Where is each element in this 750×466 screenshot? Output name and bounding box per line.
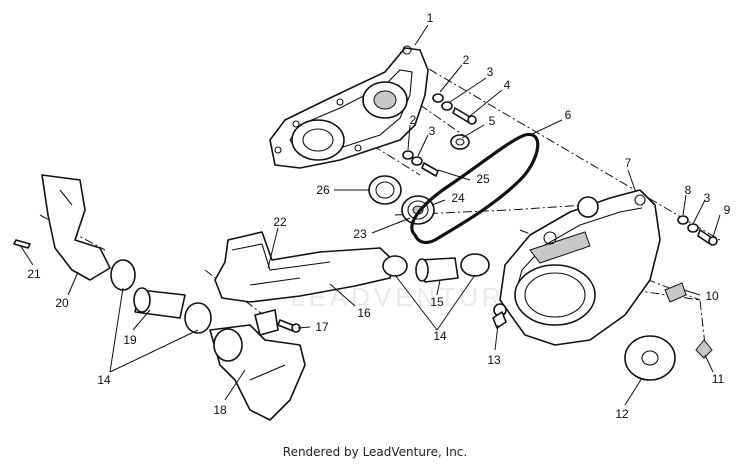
callout-2: 2 <box>410 113 417 127</box>
callout-18: 18 <box>213 403 227 417</box>
footer-credit: Rendered by LeadVenture, Inc. <box>282 445 468 459</box>
callout-19: 19 <box>123 333 137 347</box>
decal-part-11[interactable] <box>695 339 713 359</box>
callout-3: 3 <box>429 124 436 138</box>
callout-15: 15 <box>430 295 444 309</box>
callout-3: 3 <box>487 65 494 79</box>
callout-5: 5 <box>489 114 496 128</box>
callout-26: 26 <box>316 183 330 197</box>
spacer-part-5[interactable] <box>450 134 470 150</box>
intake-duct-part-22[interactable] <box>214 231 396 303</box>
inner-cover-part-1[interactable] <box>269 45 429 169</box>
callout-12: 12 <box>615 407 629 421</box>
callout-14: 14 <box>97 373 111 387</box>
callout-9: 9 <box>724 203 731 217</box>
fastener-stack-lower[interactable] <box>402 150 439 177</box>
hose-clamps-lower[interactable] <box>110 259 212 334</box>
coupler-part-19[interactable] <box>133 287 186 319</box>
callout-16: 16 <box>357 306 371 320</box>
hose-clamps-upper[interactable] <box>382 253 490 277</box>
drive-belt-part-6[interactable] <box>410 132 540 245</box>
callout-10: 10 <box>705 289 719 303</box>
callout-13: 13 <box>487 353 501 367</box>
outlet-duct-part-18[interactable] <box>209 309 306 421</box>
callout-17: 17 <box>315 320 329 334</box>
coupler-part-15[interactable] <box>415 257 459 283</box>
screw-part-21[interactable] <box>13 239 31 249</box>
callout-25: 25 <box>476 172 490 186</box>
callout-23: 23 <box>353 227 367 241</box>
nut-part-13[interactable] <box>492 311 507 329</box>
callout-2: 2 <box>463 53 470 67</box>
outer-cover-part-7[interactable] <box>493 189 661 346</box>
callout-3: 3 <box>704 191 711 205</box>
callout-1: 1 <box>427 11 434 25</box>
callout-8: 8 <box>685 183 692 197</box>
callout-20: 20 <box>55 296 69 310</box>
callout-24: 24 <box>451 191 465 205</box>
leader-lines <box>19 24 721 406</box>
exhaust-duct-part-20[interactable] <box>41 174 111 281</box>
callout-4: 4 <box>504 78 511 92</box>
callout-6: 6 <box>565 108 572 122</box>
callout-21: 21 <box>27 267 41 281</box>
decal-part-10[interactable] <box>664 282 687 303</box>
callout-11: 11 <box>712 372 725 386</box>
screw-part-17[interactable] <box>277 319 301 333</box>
callout-7: 7 <box>625 156 632 170</box>
callout-22: 22 <box>273 215 287 229</box>
callout-14: 14 <box>433 329 447 343</box>
washer-part-12[interactable] <box>624 335 676 381</box>
fastener-stack-upper[interactable] <box>432 93 477 125</box>
seal-part-26[interactable] <box>368 175 402 205</box>
callout-labels: 1 2 3 4 6 2 3 5 25 26 24 23 7 8 3 9 22 2… <box>27 11 730 421</box>
fastener-stack-right[interactable] <box>677 215 718 246</box>
